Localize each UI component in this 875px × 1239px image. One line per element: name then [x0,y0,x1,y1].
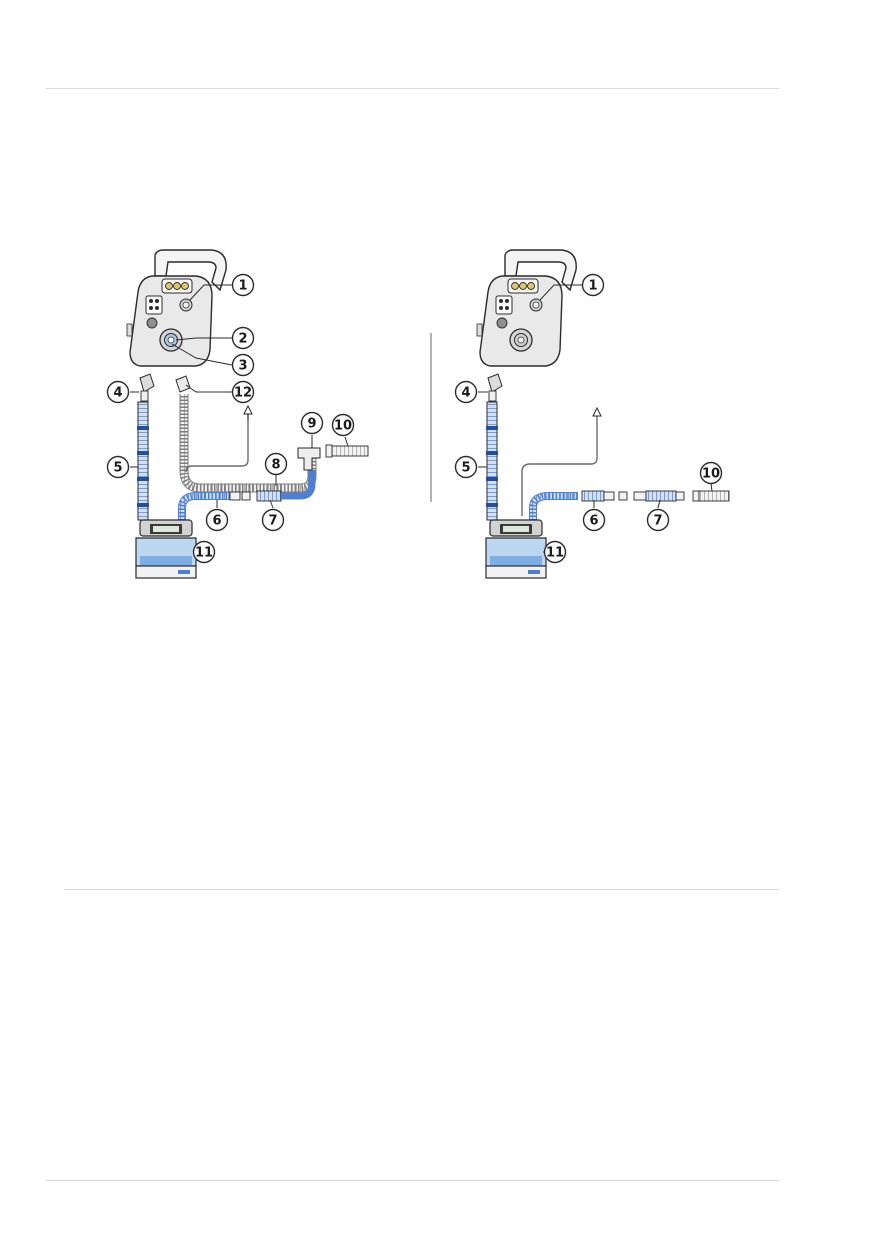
right-diagram [476,249,730,579]
ventilator-handle [154,249,227,292]
pressure-line [185,410,249,473]
callout-circle [581,273,605,297]
callout-circle [454,455,478,479]
callout-circle [231,326,255,350]
ventilator-handle-right [504,249,577,292]
adapter-12 [175,375,191,393]
callout-label: 11 [546,546,564,561]
filter-connector-left [139,373,155,393]
callout-circle [582,508,606,532]
top-rule [46,88,779,89]
humidifier [135,519,197,579]
callout-circle [264,452,288,476]
callout-label: 7 [268,514,277,529]
callout-circle [331,413,355,437]
bottom-rule [46,1180,779,1181]
callout-label: 5 [461,461,470,476]
callout-label: 9 [307,417,316,432]
callout-circle [699,461,723,485]
middle-rule [64,889,779,890]
callout-label: 10 [334,419,352,434]
callout-circle [543,540,567,564]
callout-label: 6 [589,514,598,529]
left-diagram [126,249,369,579]
blue-tube-7 [256,490,282,502]
callout-label: 3 [238,359,247,374]
callout-circle [261,508,285,532]
callout-label: 5 [113,461,122,476]
callout-circle [106,455,130,479]
callout-label: 12 [234,386,252,401]
callout-label: 4 [113,386,122,401]
callout-circle [205,508,229,532]
callout-label: 6 [212,514,221,529]
callouts-right: 1 4 5 6 7 10 11 [454,273,723,564]
callout-circle [192,540,216,564]
callout-circle [300,411,324,435]
humidifier-right [485,519,547,579]
callout-label: 7 [653,514,662,529]
y-piece [297,447,321,471]
inspiratory-tube-upper [137,401,149,521]
callout-circle [231,380,255,404]
callout-circle [454,380,478,404]
extension-tube-10-right [698,490,730,502]
callout-circle [231,353,255,377]
callout-label: 1 [238,279,247,294]
callout-label: 10 [702,467,720,482]
inspiratory-tube-right [486,401,498,521]
callout-label: 4 [461,386,470,401]
extension-tube-10 [329,445,369,457]
callout-circle [106,380,130,404]
leader-lines [130,284,713,553]
callout-label: 1 [588,279,597,294]
callout-label: 11 [195,546,213,561]
callout-circle [231,273,255,297]
callout-label: 2 [238,332,247,347]
ventilator-side-panel [145,295,163,315]
blue-tube-7-right [645,490,677,502]
callout-circle [646,508,670,532]
callout-label: 8 [271,458,280,473]
